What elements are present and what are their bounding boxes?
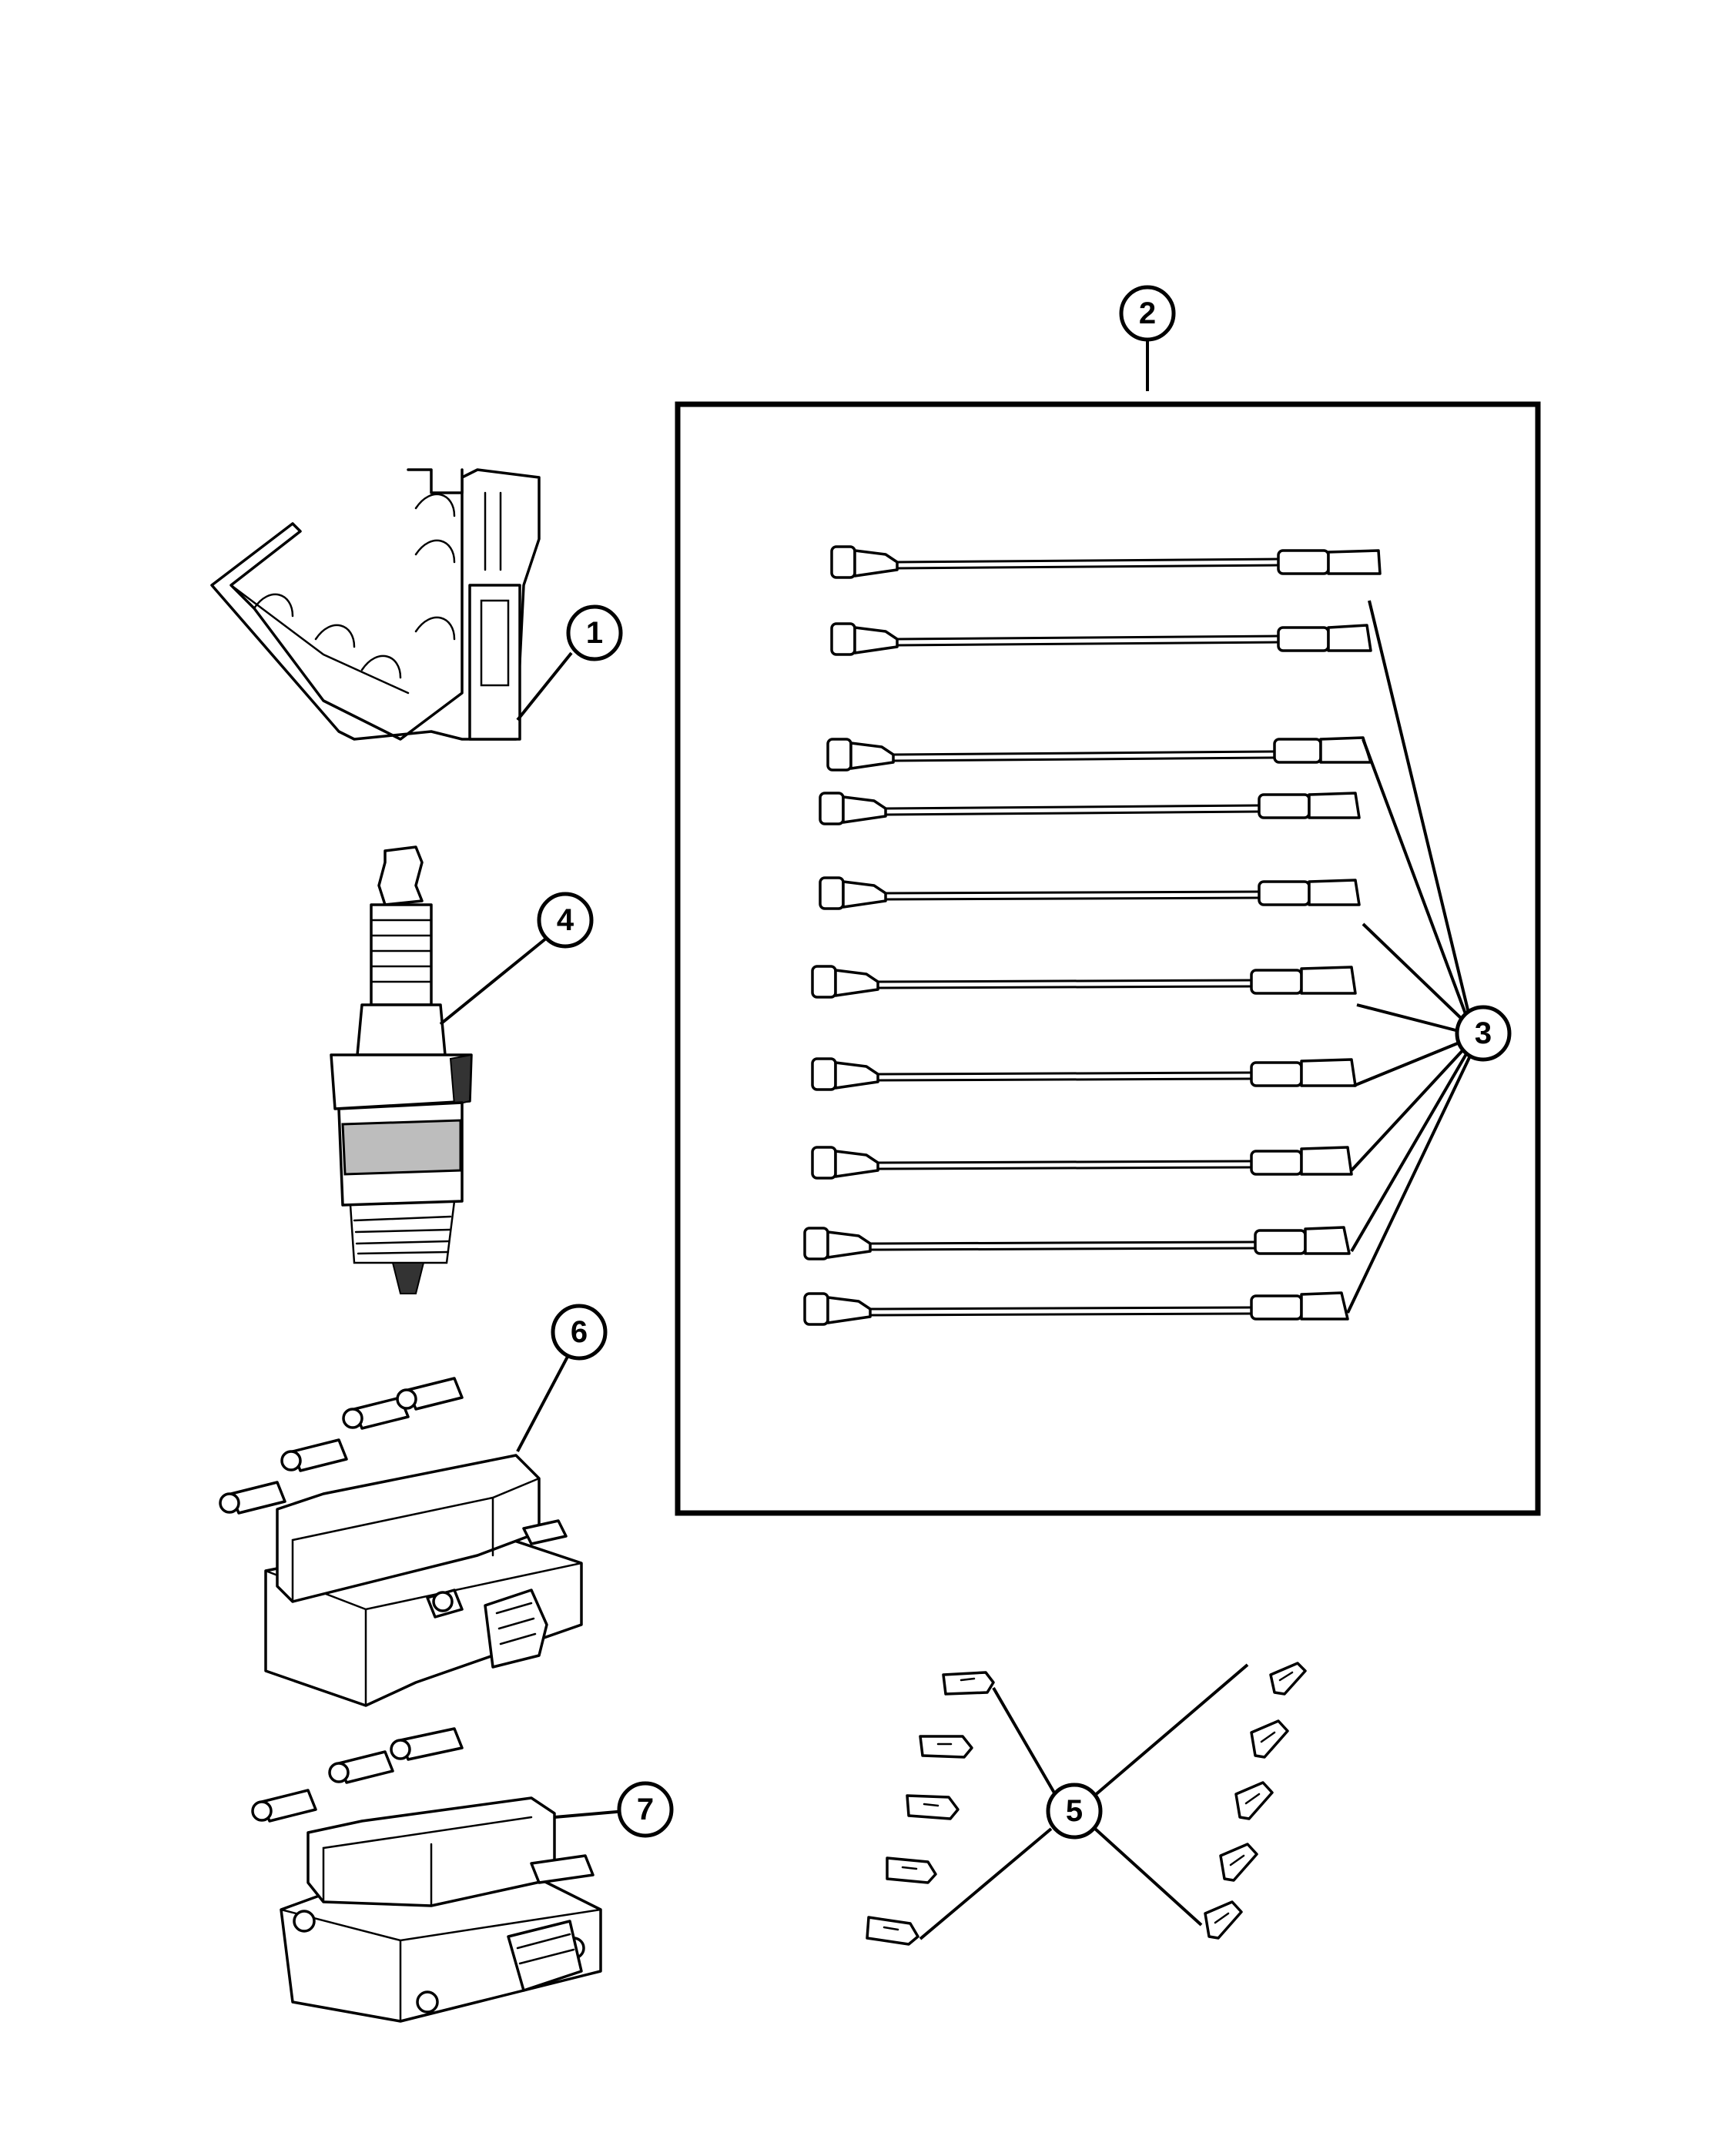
callout-2-label: 2 [1139, 296, 1156, 330]
ignition-wire-9 [803, 1226, 1351, 1260]
terminal-right-1 [1269, 1662, 1307, 1696]
spark-plug-drawing [330, 845, 473, 1294]
terminal-right-4 [1219, 1843, 1258, 1882]
wire-set-frame [675, 401, 1541, 1516]
leader-4 [439, 936, 548, 1026]
terminals-drawing [866, 1662, 1307, 1946]
callout-3-circle [1455, 1005, 1512, 1062]
ignition-wire-1 [830, 545, 1382, 579]
terminal-left-2 [919, 1735, 973, 1759]
ignition-wire-4 [819, 792, 1361, 825]
terminal-left-4 [886, 1856, 937, 1884]
callout-3-label: 3 [1475, 1016, 1492, 1050]
callout-6-circle [551, 1304, 608, 1361]
callout-4-label: 4 [557, 903, 574, 937]
terminal-right-3 [1234, 1781, 1274, 1820]
ignition-wire-3 [826, 736, 1372, 772]
callout-1-circle [566, 604, 623, 661]
leader-6 [516, 1354, 570, 1452]
ignition-wire-8 [811, 1146, 1353, 1180]
terminal-left-1 [942, 1671, 995, 1696]
leaders-5 [919, 1663, 1249, 1940]
terminal-right-2 [1250, 1719, 1289, 1759]
callout-5-label: 5 [1066, 1794, 1083, 1828]
ignition-wire-2 [830, 622, 1372, 656]
ignition-wire-7 [811, 1057, 1357, 1091]
ignition-wire-10 [803, 1291, 1349, 1326]
terminal-left-3 [906, 1794, 960, 1820]
terminal-right-5 [1204, 1900, 1243, 1940]
leader-7 [554, 1810, 626, 1819]
callout-4-circle [537, 892, 594, 949]
callout-1-label: 1 [586, 616, 603, 650]
ignition-wire-5 [819, 876, 1361, 910]
ignition-wire-6 [811, 965, 1357, 999]
coil-pack-drawing [219, 1377, 583, 1707]
ignition-wires-drawing [803, 545, 1382, 1326]
leader-1 [516, 651, 573, 721]
leaders-3 [1346, 600, 1474, 1314]
coil-pack-2-drawing [251, 1727, 602, 2023]
callout-6-label: 6 [571, 1315, 588, 1349]
wire-separator-drawing [210, 468, 541, 741]
callout-2-circle [1119, 285, 1176, 342]
callout-7-label: 7 [637, 1793, 654, 1826]
terminal-left-5 [866, 1916, 919, 1946]
callout-7-circle [617, 1781, 674, 1838]
callout-5-circle [1046, 1783, 1103, 1840]
